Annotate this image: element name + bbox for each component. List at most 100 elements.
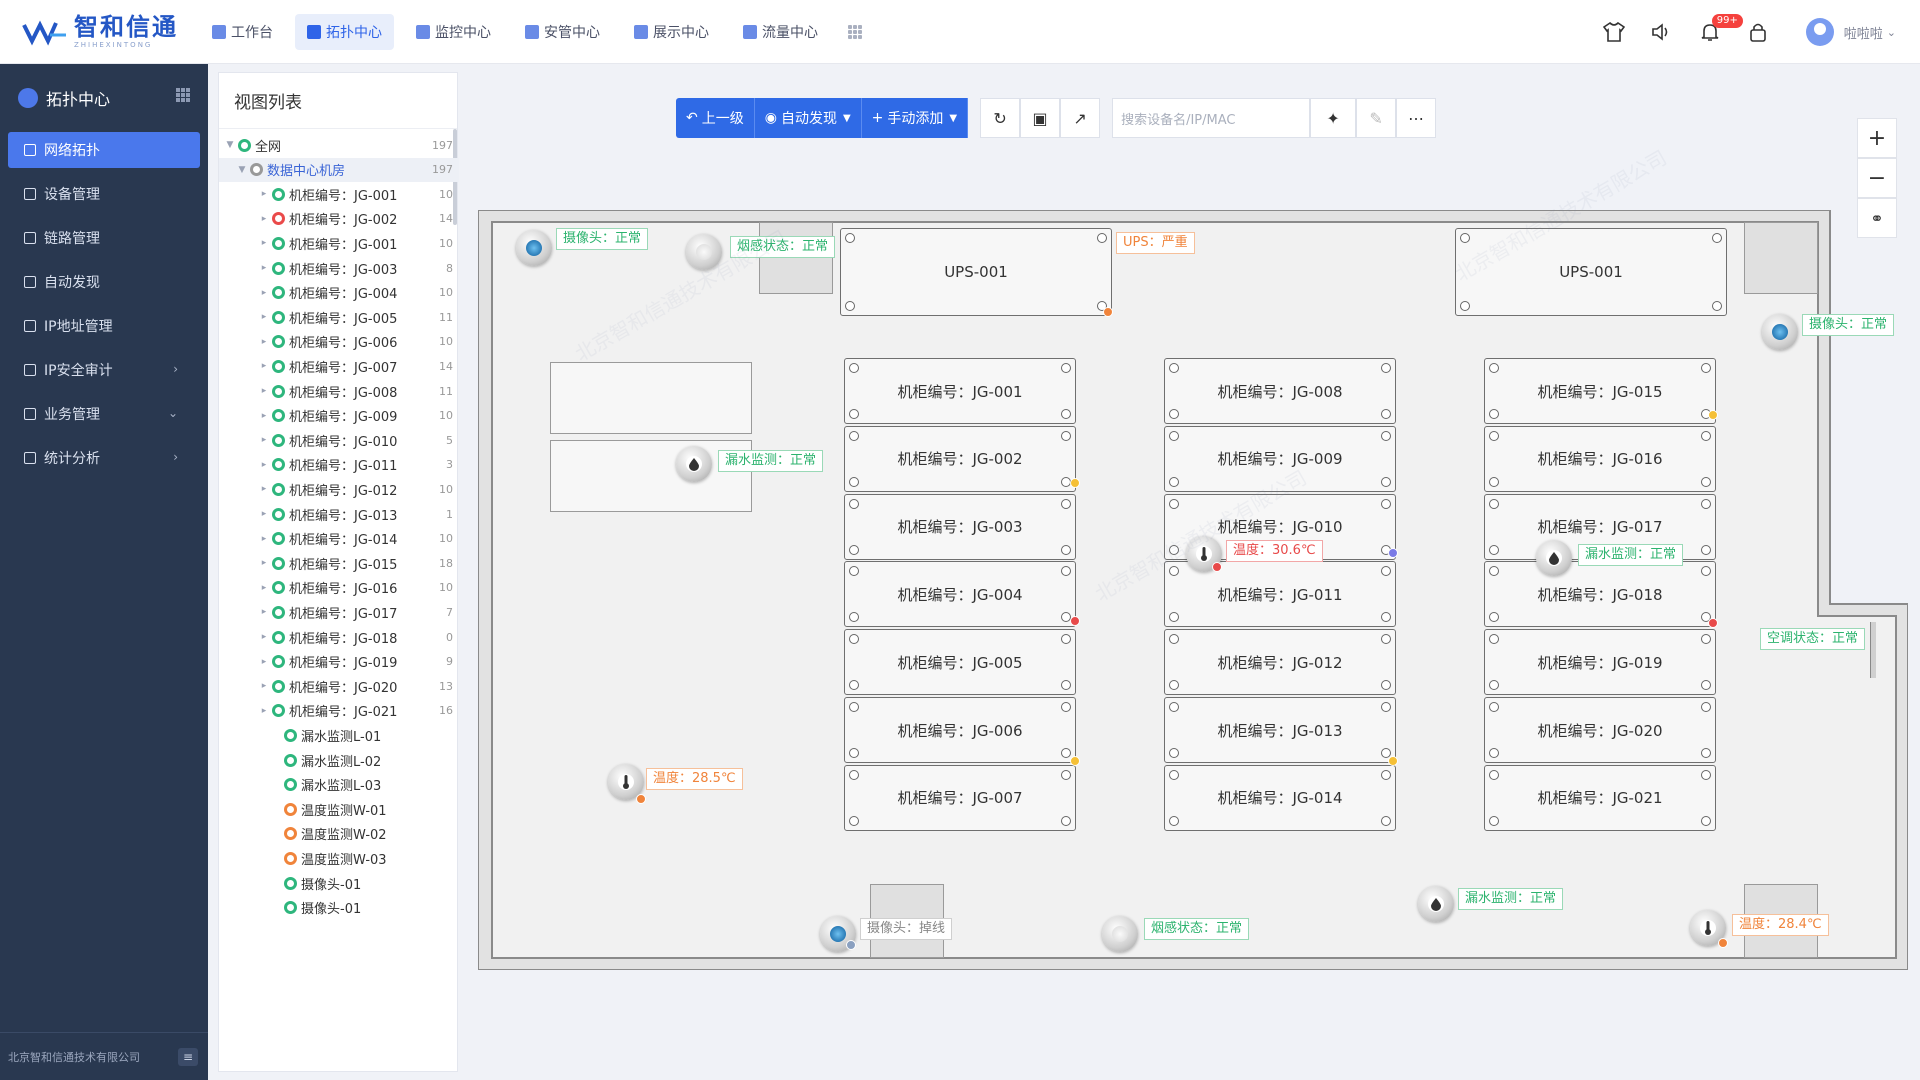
back-button[interactable]: ↶上一级 xyxy=(676,98,755,138)
caret-icon[interactable]: ▸ xyxy=(261,632,267,642)
ups-device[interactable]: UPS-001 xyxy=(1455,228,1727,316)
sidebar-item-statistics[interactable]: 统计分析› xyxy=(8,440,200,476)
caret-icon[interactable]: ▸ xyxy=(261,656,267,667)
caret-icon[interactable]: ▸ xyxy=(261,681,267,692)
rack-cabinet[interactable]: 机柜编号：JG-014 xyxy=(1164,764,1396,831)
speaker-icon[interactable] xyxy=(1650,20,1674,44)
caret-icon[interactable]: ▸ xyxy=(261,238,267,249)
sidebar-item-ip-management[interactable]: IP地址管理 xyxy=(8,308,200,344)
save-button[interactable]: ▣ xyxy=(1020,98,1061,138)
tree-item[interactable]: 漏水监测L-01 xyxy=(219,723,459,747)
avatar[interactable] xyxy=(1805,18,1834,46)
caret-icon[interactable]: ▸ xyxy=(261,607,267,618)
smoke-status-tag[interactable]: 烟感状态：正常 xyxy=(730,236,836,258)
caret-icon[interactable]: ▸ xyxy=(261,459,267,470)
caret-icon[interactable]: ▸ xyxy=(261,533,267,544)
caret-icon[interactable]: ▸ xyxy=(261,705,267,716)
zoom-out-button[interactable]: − xyxy=(1857,158,1897,198)
sidebar-item-device-management[interactable]: 设备管理 xyxy=(8,176,200,212)
nav-topology[interactable]: 拓扑中心 xyxy=(295,14,394,50)
tree-item[interactable]: 温度监测W-02 xyxy=(219,822,459,846)
rack-cabinet[interactable]: 机柜编号：JG-006 xyxy=(844,697,1076,763)
caret-icon[interactable]: ▸ xyxy=(261,410,267,421)
caret-icon[interactable]: ▸ xyxy=(261,558,267,569)
rack-cabinet[interactable]: 机柜编号：JG-008 xyxy=(1164,358,1396,424)
tree-item[interactable]: 温度监测W-01 xyxy=(219,797,459,821)
chevron-down-icon[interactable]: ⌄ xyxy=(1886,25,1896,39)
sidebar-menu-icon[interactable] xyxy=(176,88,190,102)
caret-icon[interactable]: ▼ xyxy=(226,140,234,150)
more-button[interactable]: ⋯ xyxy=(1396,98,1437,138)
smoke-status-tag[interactable]: 烟感状态：正常 xyxy=(1144,918,1250,940)
rack-cabinet[interactable]: 机柜编号：JG-009 xyxy=(1164,425,1396,492)
sidebar-item-network-topology[interactable]: 网络拓扑 xyxy=(8,132,200,168)
sidebar-item-link-management[interactable]: 链路管理 xyxy=(8,220,200,256)
temperature-status-tag[interactable]: 温度：30.6℃ xyxy=(1226,540,1323,562)
ac-status-tag[interactable]: 空调状态：正常 xyxy=(1760,628,1866,650)
sidebar-item-auto-discovery[interactable]: 自动发现 xyxy=(8,264,200,300)
tree-item[interactable]: 漏水监测L-03 xyxy=(219,773,459,797)
caret-icon[interactable]: ▸ xyxy=(261,213,267,224)
rack-cabinet[interactable]: 机柜编号：JG-007 xyxy=(844,764,1076,831)
fit-view-button[interactable]: ⚭ xyxy=(1857,198,1897,238)
leak-status-tag[interactable]: 漏水监测：正常 xyxy=(1578,544,1684,566)
rack-cabinet[interactable]: 机柜编号：JG-019 xyxy=(1484,629,1716,696)
caret-icon[interactable]: ▸ xyxy=(261,509,267,519)
refresh-button[interactable]: ↻ xyxy=(980,98,1021,138)
nav-security[interactable]: 安管中心 xyxy=(513,14,612,50)
auto-discover-button[interactable]: ◉自动发现▼ xyxy=(754,98,862,138)
tree-item[interactable]: 摄像头-01 xyxy=(219,896,459,920)
caret-icon[interactable]: ▸ xyxy=(261,312,267,323)
manual-add-button[interactable]: +手动添加▼ xyxy=(861,98,969,138)
rack-cabinet[interactable]: 机柜编号：JG-016 xyxy=(1484,425,1716,492)
tree-item[interactable]: 漏水监测L-02 xyxy=(219,748,459,772)
rack-cabinet[interactable]: 机柜编号：JG-018 xyxy=(1484,561,1716,628)
logo[interactable]: 智和信通 ZHIHEXINTONG xyxy=(22,14,178,50)
camera-status-tag[interactable]: 摄像头：掉线 xyxy=(860,918,953,940)
rack-cabinet[interactable]: 机柜编号：JG-002 xyxy=(844,425,1076,492)
lock-icon[interactable] xyxy=(1746,20,1770,44)
camera-sensor-icon[interactable] xyxy=(1762,314,1798,350)
username[interactable]: 啦啦啦 xyxy=(1843,26,1883,42)
tree-item[interactable]: 摄像头-01 xyxy=(219,871,459,895)
caret-icon[interactable]: ▸ xyxy=(261,336,267,347)
collapse-icon[interactable]: ≡ xyxy=(178,1048,198,1066)
leak-status-tag[interactable]: 漏水监测：正常 xyxy=(718,450,824,472)
leak-sensor-icon[interactable] xyxy=(676,446,712,482)
edit-button[interactable]: ✎ xyxy=(1356,98,1397,138)
caret-icon[interactable]: ▸ xyxy=(261,386,267,396)
camera-status-tag[interactable]: 摄像头：正常 xyxy=(1802,314,1895,336)
rack-cabinet[interactable]: 机柜编号：JG-021 xyxy=(1484,764,1716,831)
caret-icon[interactable]: ▸ xyxy=(261,582,267,593)
caret-icon[interactable]: ▸ xyxy=(261,189,267,200)
bell-icon[interactable]: 99+ xyxy=(1698,14,1743,44)
zoom-in-button[interactable]: + xyxy=(1857,118,1897,158)
ups-status-tag[interactable]: UPS：严重 xyxy=(1116,232,1195,254)
nav-monitor[interactable]: 监控中心 xyxy=(404,14,503,50)
camera-status-tag[interactable]: 摄像头：正常 xyxy=(556,228,649,250)
caret-icon[interactable]: ▸ xyxy=(261,361,267,372)
nav-workbench[interactable]: 工作台 xyxy=(200,14,285,50)
nav-traffic[interactable]: 流量中心 xyxy=(731,14,830,50)
leak-status-tag[interactable]: 漏水监测：正常 xyxy=(1458,888,1564,910)
search-input[interactable]: 搜索设备名/IP/MAC xyxy=(1112,98,1311,138)
caret-icon[interactable]: ▸ xyxy=(261,435,267,446)
air-conditioner[interactable] xyxy=(1870,622,1876,678)
caret-icon[interactable]: ▸ xyxy=(261,263,267,273)
